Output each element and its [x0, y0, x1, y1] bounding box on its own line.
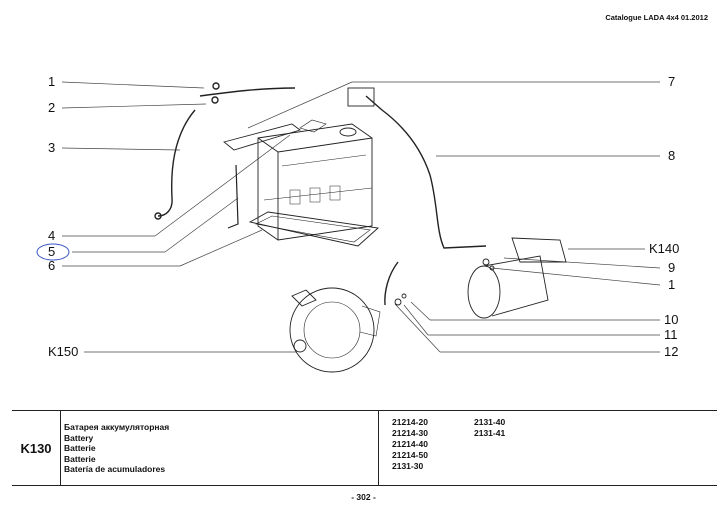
callout-5: 5: [48, 244, 56, 259]
callout-10: 10: [664, 312, 679, 327]
alternator: [289, 287, 407, 373]
model-list: 21214-20 21214-30 21214-40 21214-50 2131…: [380, 411, 715, 485]
page-number: - 302 -: [351, 492, 376, 502]
callout-6: 6: [48, 258, 56, 273]
model-item: 21214-30: [392, 428, 428, 438]
part-name-en: Battery: [64, 432, 94, 443]
model-item: 21214-20: [392, 417, 428, 427]
model-item: 2131-41: [474, 428, 506, 438]
starter-motor: [467, 237, 567, 319]
callout-1-starter: 1: [668, 277, 676, 292]
model-item: 21214-50: [392, 450, 428, 460]
battery-cable-positive: [347, 87, 487, 306]
callout-7: 7: [668, 74, 676, 89]
battery: [257, 119, 373, 241]
part-name-fr: Batterie: [64, 453, 96, 464]
catalogue-title: Catalogue LADA 4x4 01.2012: [605, 13, 708, 22]
callout-8: 8: [668, 148, 676, 163]
callout-k150: K150: [48, 344, 79, 359]
battery-tray: [248, 211, 380, 247]
callout-1: 1: [48, 74, 56, 89]
model-item: 2131-30: [392, 461, 424, 471]
callout-2: 2: [48, 100, 56, 115]
highlight-circle: [36, 243, 70, 261]
parts-exploded-diagram: [36, 81, 661, 373]
callout-3: 3: [48, 140, 56, 155]
group-code: K130: [12, 411, 61, 485]
leader-lines: [61, 81, 661, 353]
model-item: 21214-40: [392, 439, 428, 449]
part-name-de: Batterie: [64, 443, 96, 453]
model-item: 2131-40: [474, 417, 506, 427]
battery-cable-negative: [154, 82, 296, 220]
callout-11: 11: [664, 327, 678, 342]
callout-4: 4: [48, 228, 56, 243]
callout-k140: K140: [649, 241, 680, 256]
hold-down-clamp: [223, 123, 301, 229]
parts-table: K130 Батарея аккумуляторная Battery Batt…: [12, 410, 717, 486]
part-name-es: Batería de acumuladores: [64, 464, 166, 474]
part-names: Батарея аккумуляторная Battery Batterie …: [61, 411, 379, 485]
callout-9: 9: [668, 260, 676, 275]
part-name-ru: Батарея аккумуляторная: [64, 422, 170, 432]
callout-12: 12: [664, 344, 679, 359]
